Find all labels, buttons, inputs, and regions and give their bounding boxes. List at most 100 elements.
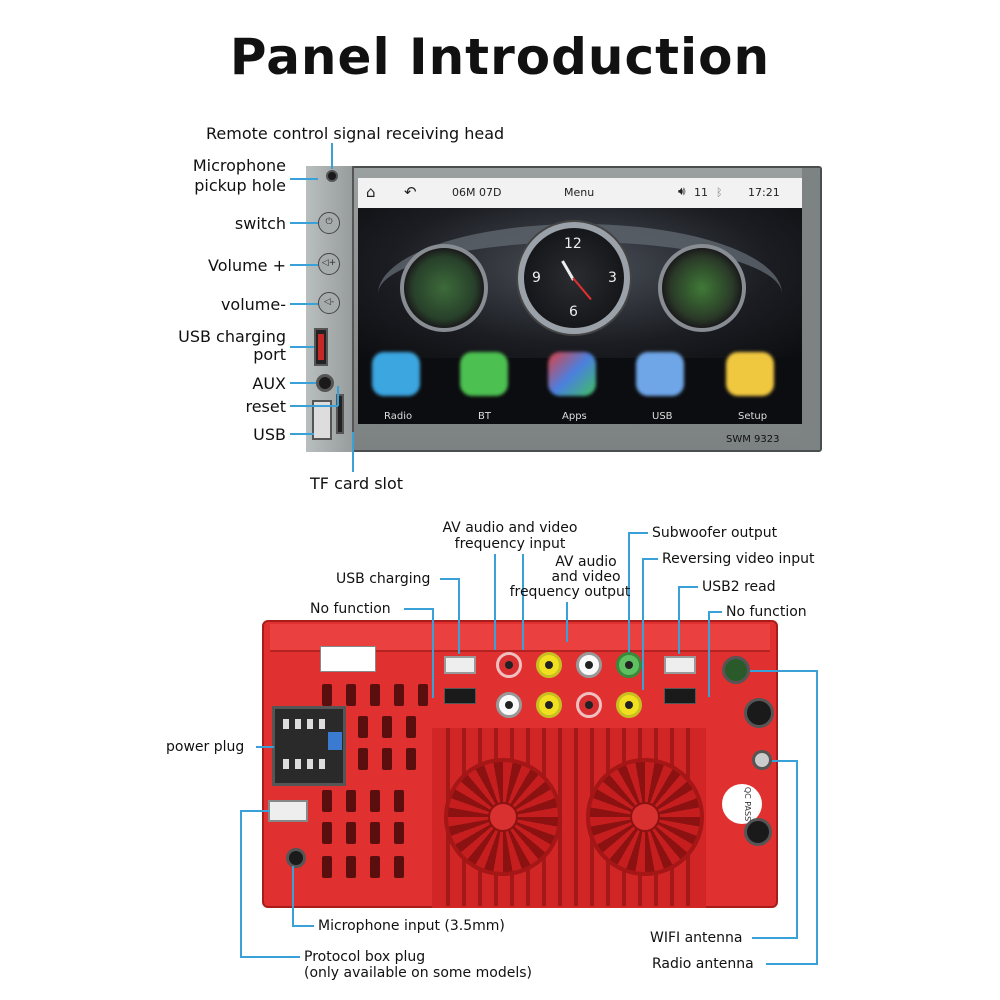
spec-sticker <box>320 646 376 672</box>
leader-line-radio-top <box>750 670 818 672</box>
leader-line-tf-card <box>352 432 354 472</box>
rca-av-out-yellow <box>536 692 562 718</box>
label-usb-charging-line2: port <box>152 345 286 364</box>
leader-line-protocol-top <box>240 810 270 812</box>
status-bar: ⌂ ↶ 06M 07D Menu 🔊︎ 11 ᛒ 17:21 <box>358 178 802 208</box>
label-av-out-line1: AV audio <box>520 554 652 570</box>
clock-number-9: 9 <box>532 270 541 286</box>
touch-screen[interactable]: ⌂ ↶ 06M 07D Menu 🔊︎ 11 ᛒ 17:21 12 3 6 9 <box>358 178 802 424</box>
label-volume-down: volume- <box>172 295 286 314</box>
extra-socket <box>744 818 772 846</box>
label-usb-charging-line1: USB charging <box>152 327 286 346</box>
clock-number-3: 3 <box>608 270 617 286</box>
left-gauge <box>400 244 488 332</box>
volume-down-button[interactable]: ◁- <box>318 292 340 314</box>
usb-app-icon[interactable] <box>636 352 684 396</box>
wifi-antenna-socket <box>752 750 772 770</box>
usb2-socket <box>664 656 696 674</box>
gps-socket <box>744 698 774 728</box>
label-switch: switch <box>172 214 286 233</box>
home-icon[interactable]: ⌂ <box>366 183 376 201</box>
leader-line-reversing <box>642 558 658 560</box>
clock-hand-minute <box>572 277 592 300</box>
clock-time: 17:21 <box>748 186 780 199</box>
leader-line-mic-input <box>292 925 314 927</box>
bt-app-icon[interactable] <box>460 352 508 396</box>
leader-line-volume-up <box>290 264 318 266</box>
app-label-setup: Setup <box>738 411 767 422</box>
leader-line-usb-charging <box>290 346 314 348</box>
leader-line-reversing-vertical <box>642 558 644 690</box>
label-reversing: Reversing video input <box>662 551 814 567</box>
leader-line-no-function-left-vertical <box>432 608 434 698</box>
leader-line-usb2 <box>678 586 698 588</box>
fan-hub-left <box>488 802 518 832</box>
fan-hub-right <box>630 802 660 832</box>
label-volume-up: Volume + <box>172 256 286 275</box>
label-usb: USB <box>172 425 286 444</box>
radio-antenna-socket <box>722 656 750 684</box>
apps-app-icon[interactable] <box>548 352 596 396</box>
radio-app-icon[interactable] <box>372 352 420 396</box>
microphone-input-jack <box>286 848 306 868</box>
label-protocol-line1: Protocol box plug <box>304 949 425 965</box>
rca-av-out-red <box>576 692 602 718</box>
leader-line-switch <box>290 222 318 224</box>
label-mic-line2: pickup hole <box>172 176 286 195</box>
label-av-in-line1: AV audio and video <box>400 520 620 536</box>
label-av-out-line2: and video <box>520 569 652 585</box>
label-subwoofer: Subwoofer output <box>652 525 777 541</box>
app-label-bt: BT <box>478 411 491 422</box>
setup-app-icon[interactable] <box>726 352 774 396</box>
volume-up-button[interactable]: ◁+ <box>318 253 340 275</box>
usb-charging-socket <box>444 656 476 674</box>
clock-number-12: 12 <box>564 236 582 252</box>
menu-title: Menu <box>564 186 594 199</box>
leader-line-usb2-vertical <box>678 586 680 654</box>
no-function-socket-right <box>664 688 696 704</box>
remote-sensor <box>326 170 338 182</box>
label-protocol-line2: (only available on some models) <box>304 965 532 981</box>
leader-line-aux <box>290 382 316 384</box>
app-label-apps: Apps <box>562 411 587 422</box>
label-av-in-line2: frequency input <box>400 536 620 552</box>
speaker-icon: 🔊︎ <box>678 184 686 199</box>
leader-line-av-in <box>494 554 496 650</box>
model-number: SWM 9323 <box>726 434 780 445</box>
leader-line-av-out <box>566 602 568 642</box>
label-aux: AUX <box>172 374 286 393</box>
bluetooth-icon: ᛒ <box>716 186 723 199</box>
date-text: 06M 07D <box>452 186 501 199</box>
app-label-usb: USB <box>652 411 673 422</box>
leader-line-mic-input-vertical <box>292 866 294 926</box>
label-reset: reset <box>172 397 286 416</box>
faceplate-right-edge <box>802 168 820 450</box>
rca-reversing-yellow <box>616 692 642 718</box>
leader-line-no-function-left <box>404 608 434 610</box>
leader-line-usb-charging-rear <box>440 578 460 580</box>
leader-line-remote <box>331 143 333 169</box>
volume-level: 11 <box>694 186 708 199</box>
rca-av-in-red <box>496 652 522 678</box>
rca-av-in-white <box>496 692 522 718</box>
app-icon-row <box>358 348 802 408</box>
rca-av-out-white <box>576 652 602 678</box>
leader-line-no-function-right <box>708 611 722 613</box>
label-no-function-left: No function <box>310 601 391 617</box>
rca-av-in-yellow <box>536 652 562 678</box>
back-icon[interactable]: ↶ <box>404 183 417 201</box>
leader-line-wifi <box>752 937 798 939</box>
leader-line-volume-down <box>290 303 318 305</box>
label-tf-card: TF card slot <box>310 474 403 493</box>
leader-line-usb <box>290 433 314 435</box>
leader-line-reset-vertical <box>337 386 339 406</box>
leader-line-radio-vertical <box>816 670 818 965</box>
leader-line-protocol <box>240 956 300 958</box>
power-button[interactable]: ⏻ <box>318 212 340 234</box>
label-radio-antenna: Radio antenna <box>652 956 754 972</box>
analog-clock: 12 3 6 9 <box>518 222 630 334</box>
page-title: Panel Introduction <box>0 28 1000 86</box>
usb-charging-port-insert <box>318 334 324 360</box>
app-label-radio: Radio <box>384 411 412 422</box>
label-remote-sensor: Remote control signal receiving head <box>206 124 504 143</box>
